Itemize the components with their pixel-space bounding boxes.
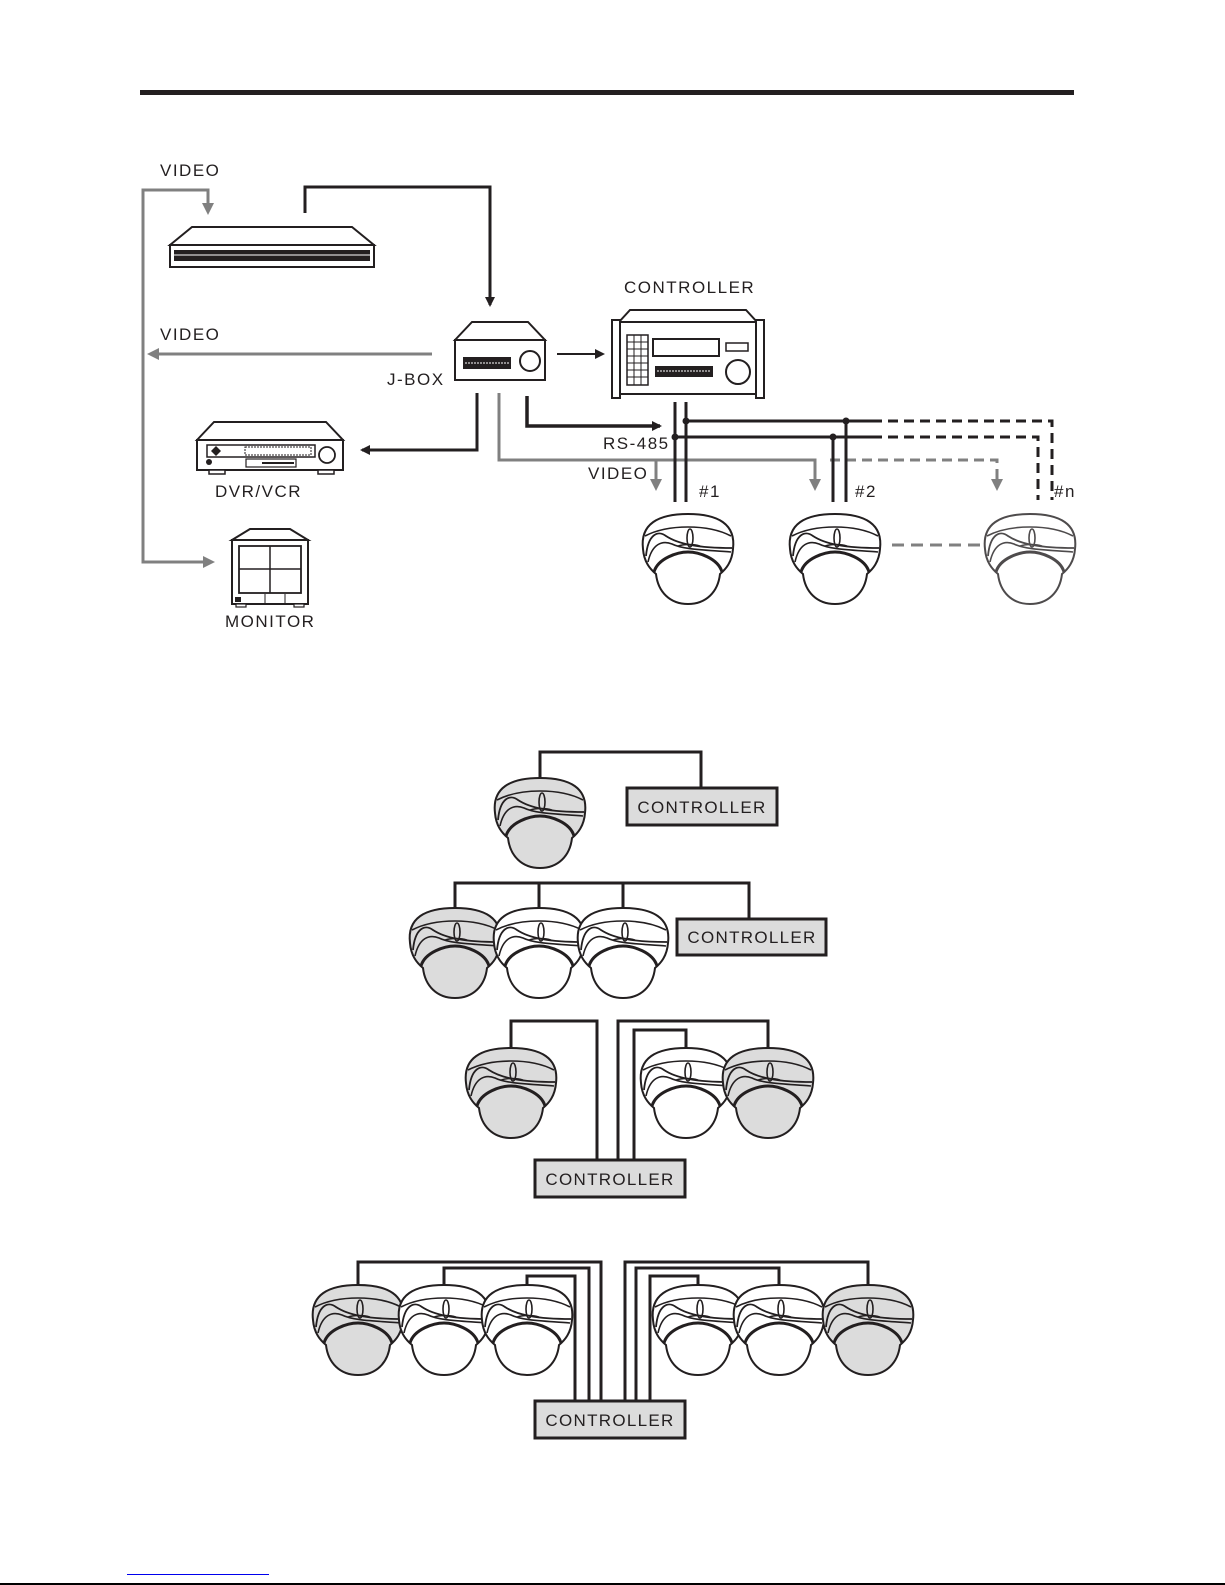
dvr-label: DVR/VCR bbox=[215, 482, 302, 501]
topology-4-camera-2-icon bbox=[397, 1283, 491, 1377]
video-label-left: VIDEO bbox=[160, 325, 220, 344]
topology-4-controller-label: CONTROLLER bbox=[545, 1411, 674, 1430]
topology-3-camera-3-icon bbox=[721, 1046, 815, 1140]
video-label-cameras: VIDEO bbox=[588, 464, 648, 483]
topology-3-camera-1-icon bbox=[464, 1046, 558, 1140]
topology-4-camera-5-icon bbox=[732, 1283, 826, 1377]
jbox-to-dvr-line bbox=[360, 393, 479, 455]
topology-star-small-wires bbox=[509, 1019, 770, 1160]
video-line-to-camera-n bbox=[830, 458, 1003, 491]
topology-2-camera-2-icon bbox=[492, 906, 586, 1000]
topology-2-controller-label: CONTROLLER bbox=[687, 928, 816, 947]
camera-n-label: #n bbox=[1054, 482, 1076, 501]
camera-2-label: #2 bbox=[855, 482, 877, 501]
dome-camera-1-icon bbox=[641, 512, 735, 606]
jbox-label: J-BOX bbox=[387, 370, 445, 389]
system-diagram: J-BOX CONTROLLER bbox=[141, 161, 1077, 631]
topology-4-camera-4-icon bbox=[651, 1283, 745, 1377]
topology-1-controller: CONTROLLER bbox=[625, 786, 779, 827]
jbox-device bbox=[452, 321, 548, 381]
multiplexer-device bbox=[167, 226, 377, 268]
footer-link-underline[interactable] bbox=[127, 1574, 269, 1575]
monitor-device bbox=[228, 528, 312, 608]
topology-3-controller: CONTROLLER bbox=[533, 1158, 687, 1199]
topology-4-camera-6-icon bbox=[821, 1283, 915, 1377]
topology-4-camera-1-icon bbox=[311, 1283, 405, 1377]
video-line-to-camera-1 bbox=[497, 393, 662, 491]
footer-rule bbox=[0, 1583, 1225, 1585]
topology-single bbox=[538, 750, 703, 788]
topology-2-controller: CONTROLLER bbox=[675, 917, 828, 957]
controller-device bbox=[611, 309, 765, 399]
header-rule bbox=[140, 90, 1074, 95]
topology-4-camera-3-icon bbox=[480, 1283, 574, 1377]
video-line-to-camera-2 bbox=[656, 458, 821, 491]
topology-3-camera-2-icon bbox=[639, 1046, 733, 1140]
rs485-arrow bbox=[525, 396, 662, 431]
topology-2-camera-3-icon bbox=[576, 906, 670, 1000]
dvr-device bbox=[194, 421, 346, 475]
topology-2-camera-1-icon bbox=[408, 906, 502, 1000]
topology-1-controller-label: CONTROLLER bbox=[637, 798, 766, 817]
topology-3-controller-label: CONTROLLER bbox=[545, 1170, 674, 1189]
video-label-top: VIDEO bbox=[160, 161, 220, 180]
topology-star-large-wires bbox=[356, 1260, 870, 1401]
topology-1-camera-icon bbox=[493, 776, 587, 870]
multiplexer-to-jbox-line bbox=[303, 185, 495, 307]
dome-camera-2-icon bbox=[788, 512, 882, 606]
rs485-label: RS-485 bbox=[603, 434, 670, 453]
monitor-label: MONITOR bbox=[225, 612, 315, 631]
topology-4-controller: CONTROLLER bbox=[533, 1399, 687, 1440]
controller-label: CONTROLLER bbox=[624, 278, 755, 297]
camera-1-label: #1 bbox=[699, 482, 721, 501]
dome-camera-n-icon bbox=[983, 512, 1077, 606]
